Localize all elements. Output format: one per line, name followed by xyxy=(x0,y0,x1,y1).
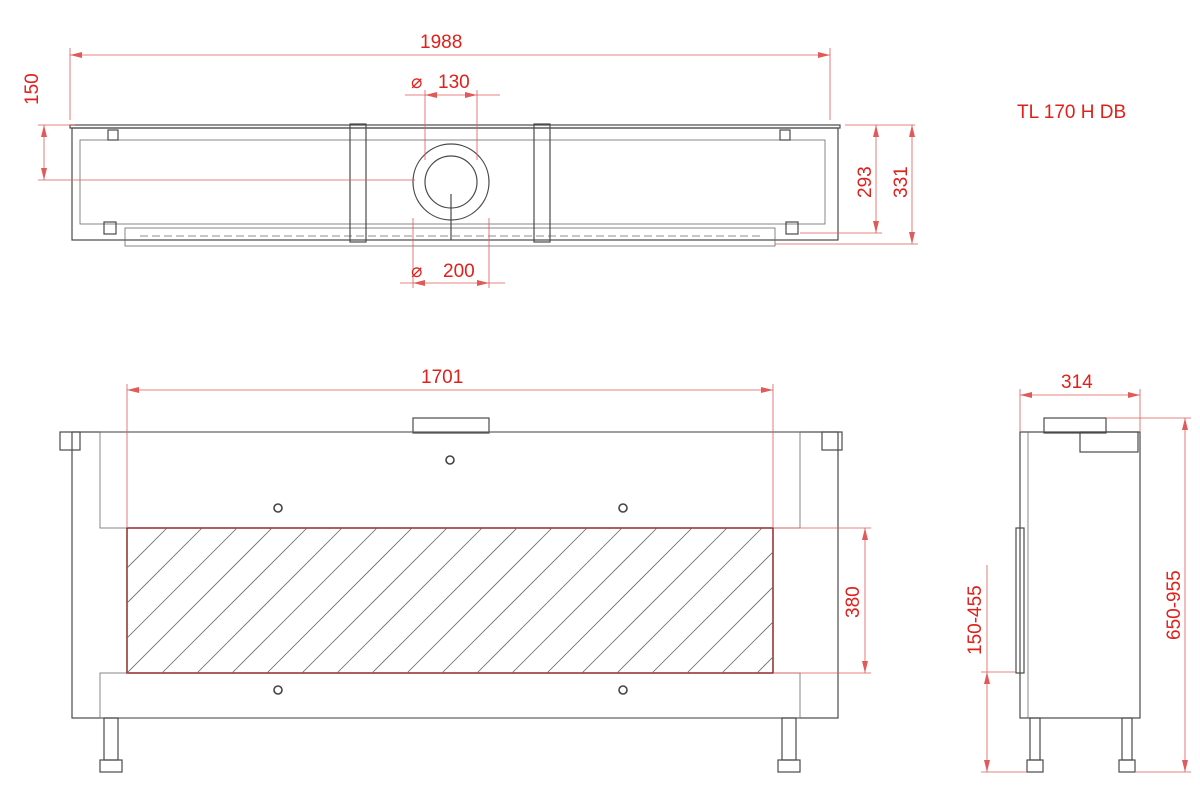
diameter-symbol-130: ⌀ xyxy=(411,72,422,93)
corner-fixing-tl xyxy=(107,129,119,141)
dim-314: 314 xyxy=(1061,372,1093,393)
dim-1701: 1701 xyxy=(421,367,463,388)
front-leg-left xyxy=(103,717,119,761)
front-left-bracket xyxy=(59,431,81,451)
dim-650-955: 650-955 xyxy=(1164,570,1185,640)
side-view-dimensions: 314 650-955 150-455 xyxy=(965,372,1191,773)
top-view-strap-left xyxy=(349,123,367,243)
side-glass-edge xyxy=(1015,527,1025,674)
front-foot-left xyxy=(99,759,123,773)
front-right-bracket xyxy=(821,431,843,451)
side-view xyxy=(1015,417,1141,773)
side-leg-front xyxy=(1029,717,1041,761)
side-connection-box xyxy=(1079,431,1139,453)
side-foot-back xyxy=(1118,759,1136,773)
front-glass-window xyxy=(126,527,774,674)
side-foot-front xyxy=(1026,759,1044,773)
bolt-lower-right xyxy=(618,685,628,695)
top-view xyxy=(69,123,841,247)
corner-fixing-tr xyxy=(779,129,791,141)
dim-331: 331 xyxy=(891,166,912,198)
top-view-inner-box xyxy=(79,139,826,225)
top-view-burner-rail xyxy=(124,227,776,247)
front-foot-right xyxy=(777,759,801,773)
front-bottom-panel xyxy=(99,672,801,719)
front-top-panel xyxy=(99,431,801,529)
top-view-strap-right xyxy=(533,123,551,243)
side-body xyxy=(1019,431,1141,719)
side-flue-collar xyxy=(1043,417,1107,434)
bolt-lower-left xyxy=(273,685,283,695)
side-leg-back xyxy=(1121,717,1133,761)
diameter-symbol-200: ⌀ xyxy=(411,261,422,282)
dim-380: 380 xyxy=(843,586,864,618)
dim-150-455: 150-455 xyxy=(965,585,986,655)
dim-293: 293 xyxy=(855,166,876,198)
front-flue-collar xyxy=(412,417,490,434)
dim-150: 150 xyxy=(22,73,43,105)
front-view xyxy=(59,417,843,773)
glass-hatching xyxy=(127,528,773,673)
top-view-dimensions: 1988 150 ⌀ 130 ⌀ 200 293 xyxy=(22,32,918,288)
front-body xyxy=(71,431,839,719)
corner-fixing-br xyxy=(785,221,799,235)
bolt-upper-right xyxy=(618,503,628,513)
dim-200: 200 xyxy=(443,261,475,282)
front-view-dimensions: 1701 380 xyxy=(126,367,871,674)
bolt-top-center xyxy=(445,455,455,465)
bolt-upper-left xyxy=(273,503,283,513)
dim-130: 130 xyxy=(438,72,470,93)
top-view-body xyxy=(71,127,839,241)
dim-1988: 1988 xyxy=(420,32,462,53)
front-leg-right xyxy=(781,717,797,761)
corner-fixing-bl xyxy=(103,221,117,235)
model-label: TL 170 H DB xyxy=(1017,102,1126,123)
